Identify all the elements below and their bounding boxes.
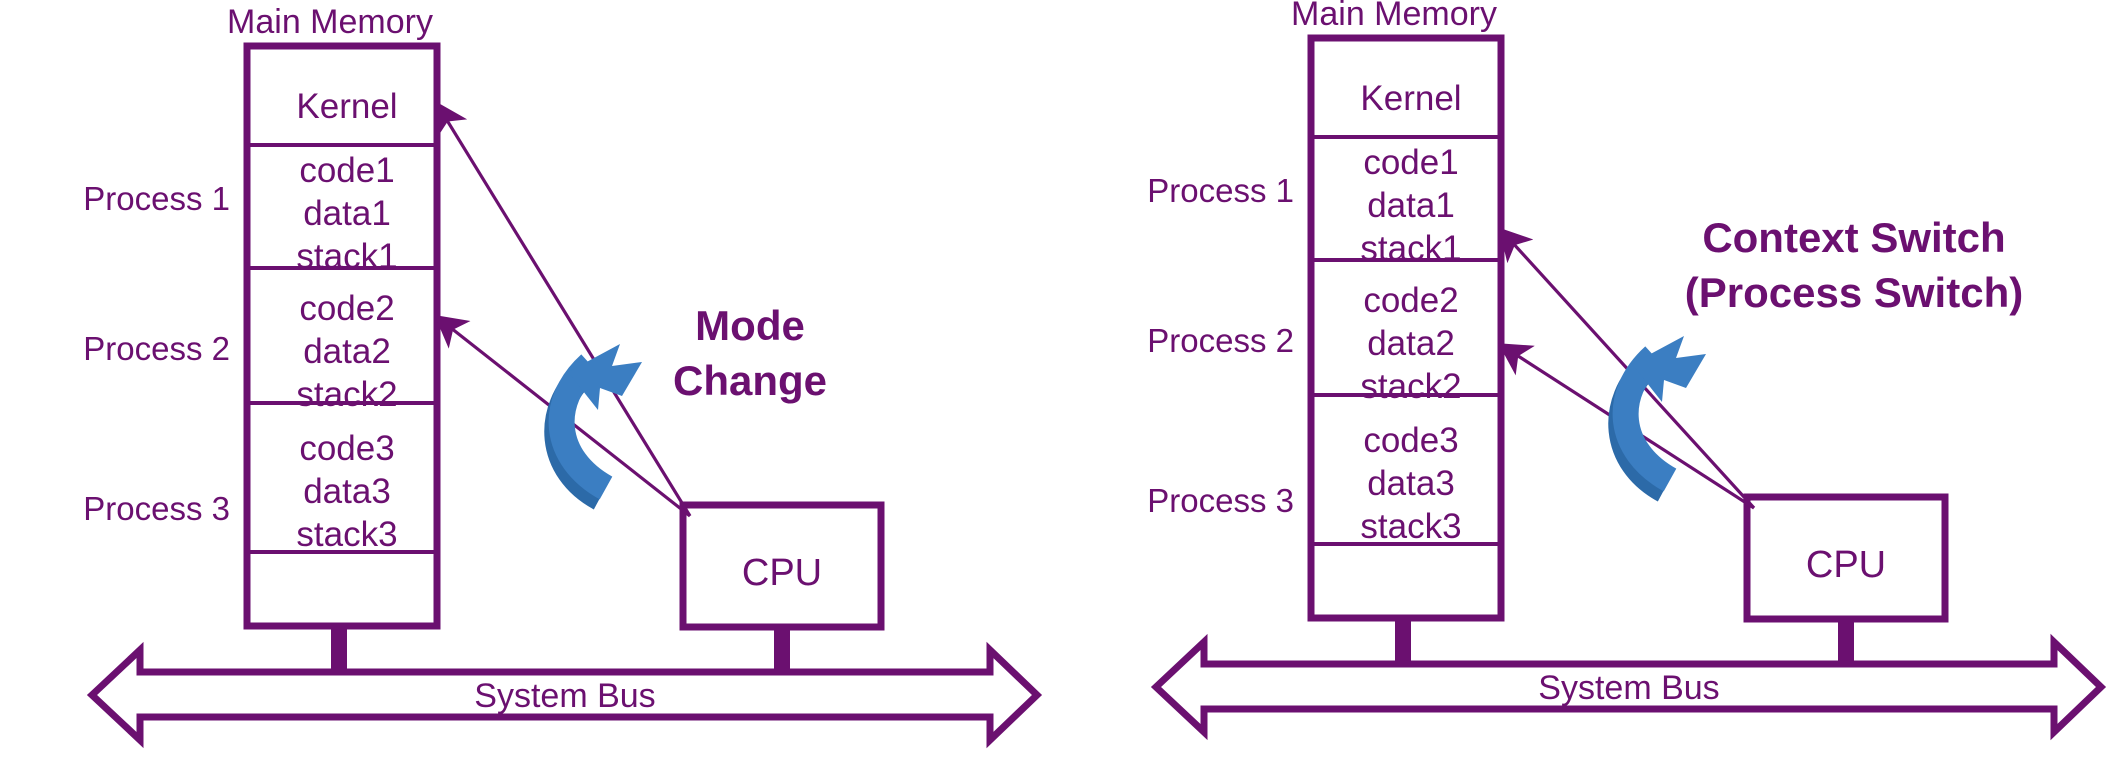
system-bus-arrow bbox=[1150, 633, 2107, 741]
memory-bus-stem bbox=[1395, 618, 1411, 666]
memory-row-process2-line-2: stack2 bbox=[296, 375, 397, 414]
memory-row-process3-line-1: data3 bbox=[1367, 464, 1455, 503]
memory-row-kernel-line-0: Kernel bbox=[296, 87, 397, 126]
memory-row-process3-line-2: stack3 bbox=[296, 515, 397, 554]
system-bus-arrow bbox=[86, 641, 1043, 749]
memory-row-process3-line-0: code3 bbox=[299, 429, 394, 468]
memory-row-process2-line-0: code2 bbox=[1363, 281, 1458, 320]
memory-row-process3-line-0: code3 bbox=[1363, 421, 1458, 460]
context-switch-panel: Main Memory Kernel code1 data1 stack1 co… bbox=[1147, 0, 2107, 741]
main-memory-box bbox=[1307, 34, 1505, 622]
memory-row-process1-line-0: code1 bbox=[299, 151, 394, 190]
main-memory-box bbox=[243, 42, 441, 630]
memory-row-process2-line-0: code2 bbox=[299, 289, 394, 328]
cpu-bus-stem bbox=[774, 627, 790, 675]
memory-row-process1-line-2: stack1 bbox=[296, 237, 397, 276]
cpu-box bbox=[1743, 493, 1949, 623]
context-switch-arrowhead bbox=[1632, 336, 1706, 402]
cpu-label: CPU bbox=[742, 552, 822, 594]
process-label-2: Process 2 bbox=[1147, 322, 1294, 359]
mode-change-arrowhead bbox=[568, 344, 642, 410]
process-label-1: Process 1 bbox=[1147, 172, 1294, 209]
memory-row-process2-line-2: stack2 bbox=[1360, 367, 1461, 406]
main-memory-title: Main Memory bbox=[1291, 0, 1497, 33]
memory-row-process3-line-2: stack3 bbox=[1360, 507, 1461, 546]
callout-line-1: Change bbox=[673, 357, 827, 404]
process-label-3: Process 3 bbox=[83, 490, 230, 527]
memory-row-kernel-line-0: Kernel bbox=[1360, 79, 1461, 118]
arrow-cpu-to-kernel bbox=[435, 101, 692, 517]
memory-row-process3-line-1: data3 bbox=[303, 472, 391, 511]
memory-row-process1-line-2: stack1 bbox=[1360, 229, 1461, 268]
cpu-bus-stem bbox=[1838, 619, 1854, 667]
mode-change-panel: Main Memory Kernel code1 data1 stack1 co… bbox=[83, 3, 1043, 749]
memory-row-process1-line-1: data1 bbox=[303, 194, 391, 233]
cpu-label: CPU bbox=[1806, 544, 1886, 586]
memory-row-process2-line-1: data2 bbox=[303, 332, 391, 371]
system-bus-label: System Bus bbox=[1538, 669, 1719, 707]
callout-line-0: Mode bbox=[695, 302, 805, 349]
process-label-2: Process 2 bbox=[83, 330, 230, 367]
process-label-1: Process 1 bbox=[83, 180, 230, 217]
callout-line-1: (Process Switch) bbox=[1685, 269, 2023, 316]
system-bus-label: System Bus bbox=[474, 677, 655, 715]
process-label-3: Process 3 bbox=[1147, 482, 1294, 519]
memory-row-process1-line-1: data1 bbox=[1367, 186, 1455, 225]
memory-row-process1-line-0: code1 bbox=[1363, 143, 1458, 182]
main-memory-title: Main Memory bbox=[227, 3, 433, 41]
callout-line-0: Context Switch bbox=[1702, 214, 2005, 261]
memory-bus-stem bbox=[331, 626, 347, 674]
memory-row-process2-line-1: data2 bbox=[1367, 324, 1455, 363]
